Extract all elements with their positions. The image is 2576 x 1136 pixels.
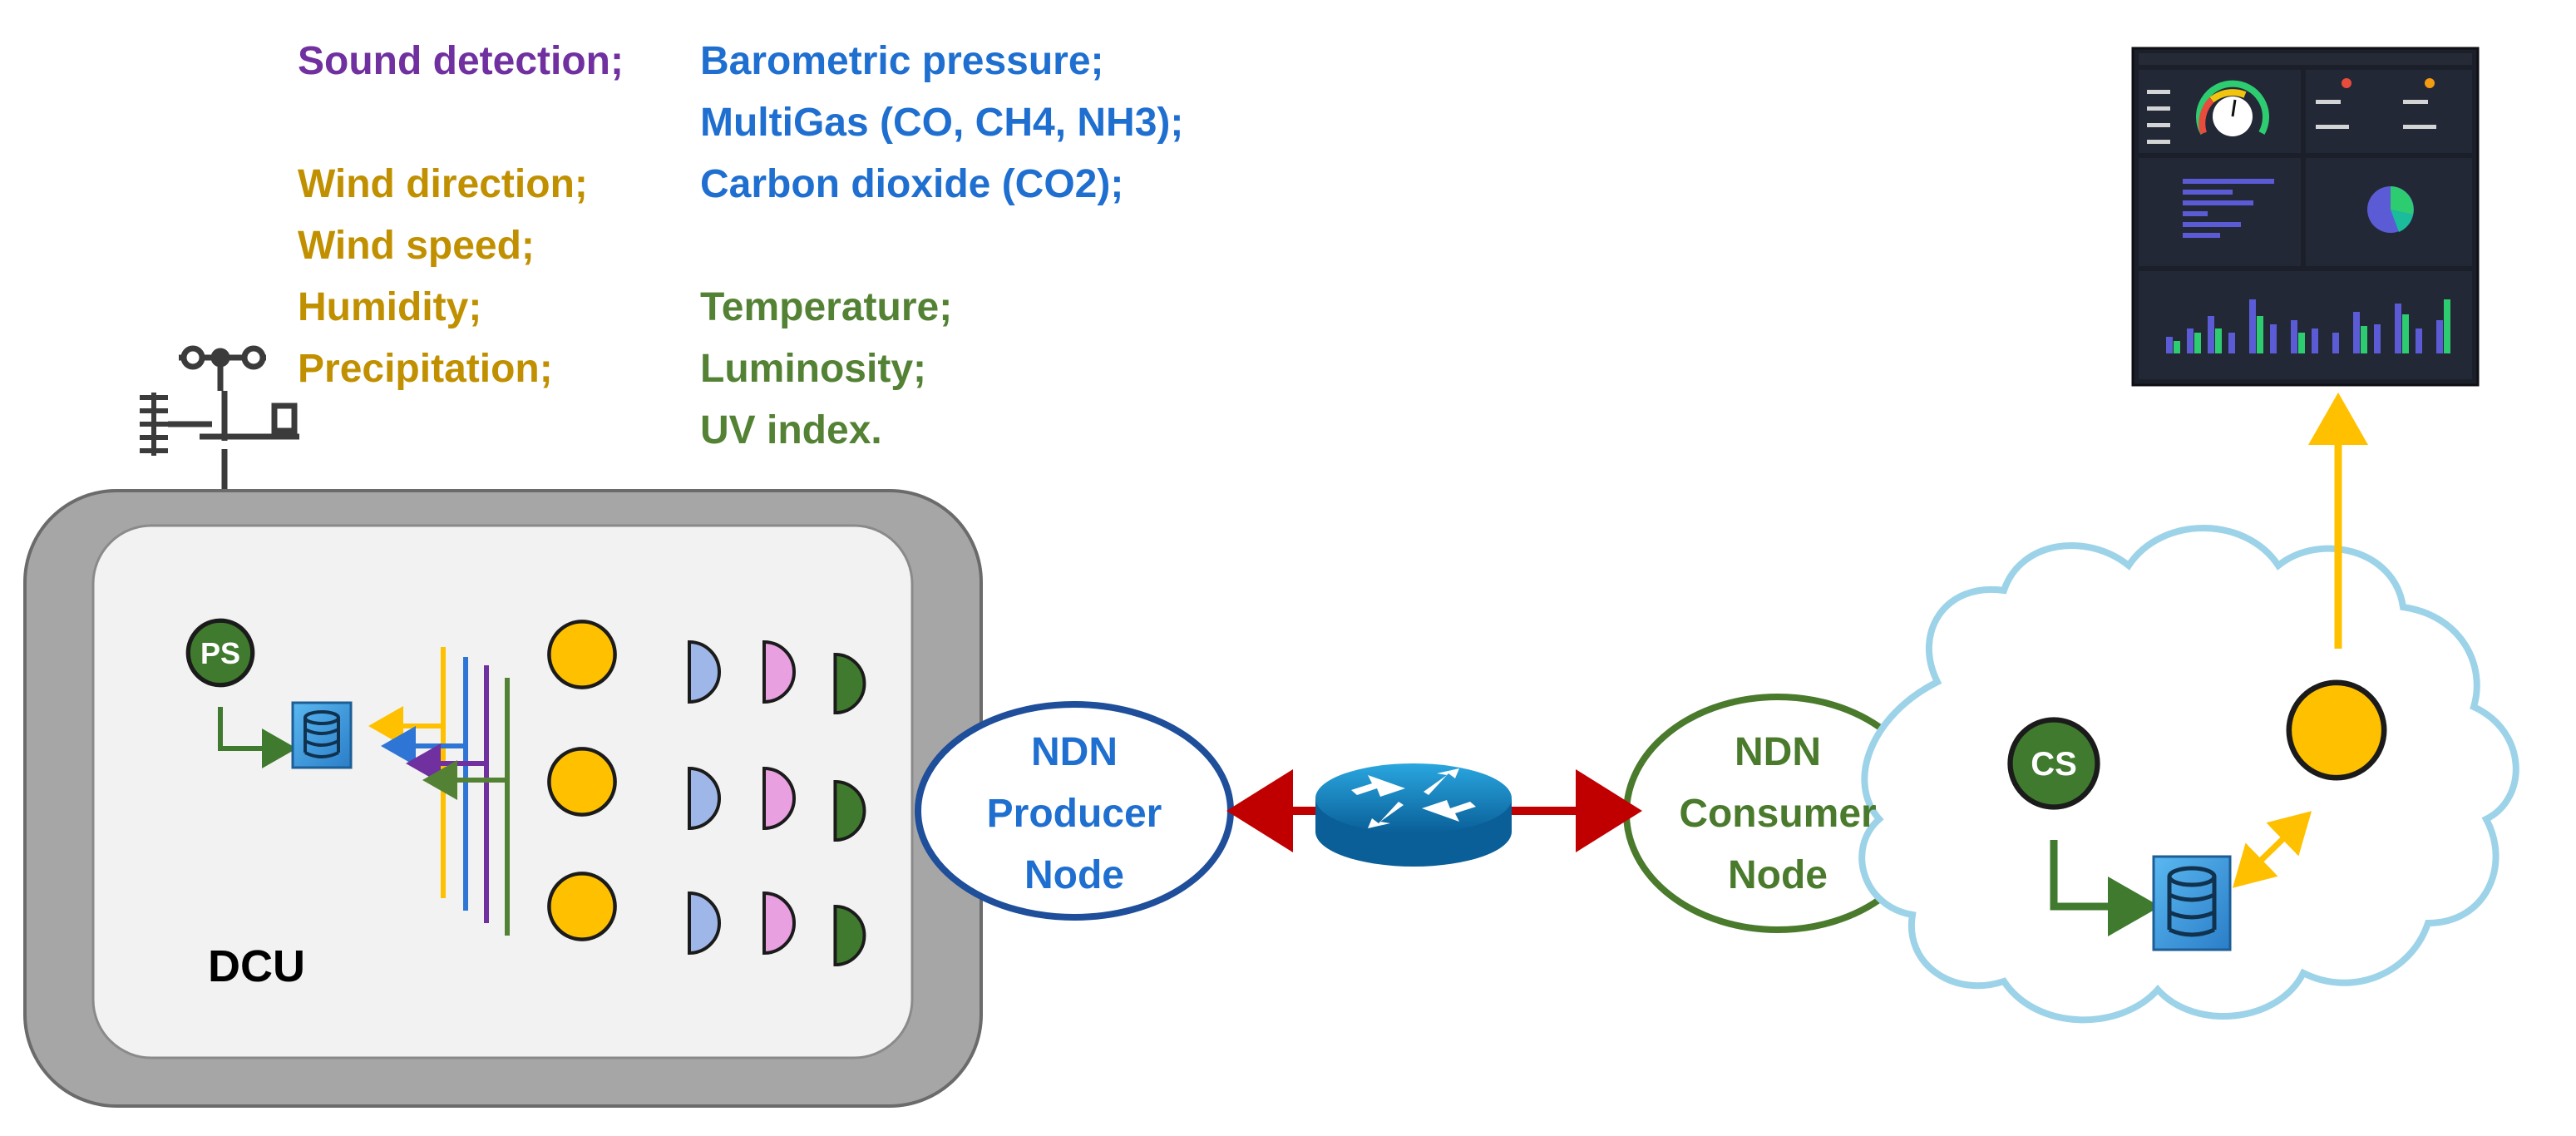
sensor-luminosity: Luminosity; xyxy=(700,347,926,391)
sensor-carbon-dioxide: Carbon dioxide (CO2); xyxy=(700,162,1124,206)
analytics-gear-icon xyxy=(2286,679,2387,781)
sensor-wind-speed: Wind speed; xyxy=(298,224,535,268)
cs-label: CS xyxy=(2031,746,2077,783)
sensor-multigas: MultiGas (CO, CH4, NH3); xyxy=(700,101,1184,145)
cloud-icon xyxy=(1858,525,2519,1024)
sensor-temperature: Temperature; xyxy=(700,285,953,329)
producer-line2: Producer xyxy=(986,792,1162,836)
cs-to-db-arrow xyxy=(2050,840,2160,936)
consumer-line2: Consumer xyxy=(1679,792,1877,836)
producer-line1: NDN xyxy=(1031,730,1118,774)
consumer-line1: NDN xyxy=(1735,730,1821,774)
sensor-wind-direction: Wind direction; xyxy=(298,162,588,206)
ndn-producer-node-label: NDN Producer Node xyxy=(958,722,1191,906)
ps-to-db-arrow xyxy=(218,707,297,768)
ps-gear-icon xyxy=(185,618,255,688)
dcu-database-icon xyxy=(291,701,353,769)
cloud-database-icon xyxy=(2152,855,2232,951)
router-icon xyxy=(1315,763,1512,867)
consumer-line3: Node xyxy=(1728,853,1828,897)
sensor-bus-lines xyxy=(368,647,510,936)
cs-gear-icon xyxy=(2007,717,2100,810)
ps-label: PS xyxy=(200,636,240,670)
sensor-barometric-pressure: Barometric pressure; xyxy=(700,39,1104,83)
producer-line3: Node xyxy=(1024,853,1124,897)
sensor-sound-detection: Sound detection; xyxy=(298,39,624,83)
db-gear-exchange-arrow xyxy=(2232,811,2312,888)
weather-station-icon xyxy=(140,345,299,495)
sensor-uv-index: UV index. xyxy=(700,408,882,452)
dashboard-screenshot xyxy=(2131,47,2480,387)
dcu-label: DCU xyxy=(208,941,305,991)
sensor-gear-matrix xyxy=(547,620,866,967)
sensor-humidity: Humidity; xyxy=(298,285,482,329)
ndn-consumer-node-label: NDN Consumer Node xyxy=(1661,722,1894,906)
sensor-precipitation: Precipitation; xyxy=(298,347,553,391)
